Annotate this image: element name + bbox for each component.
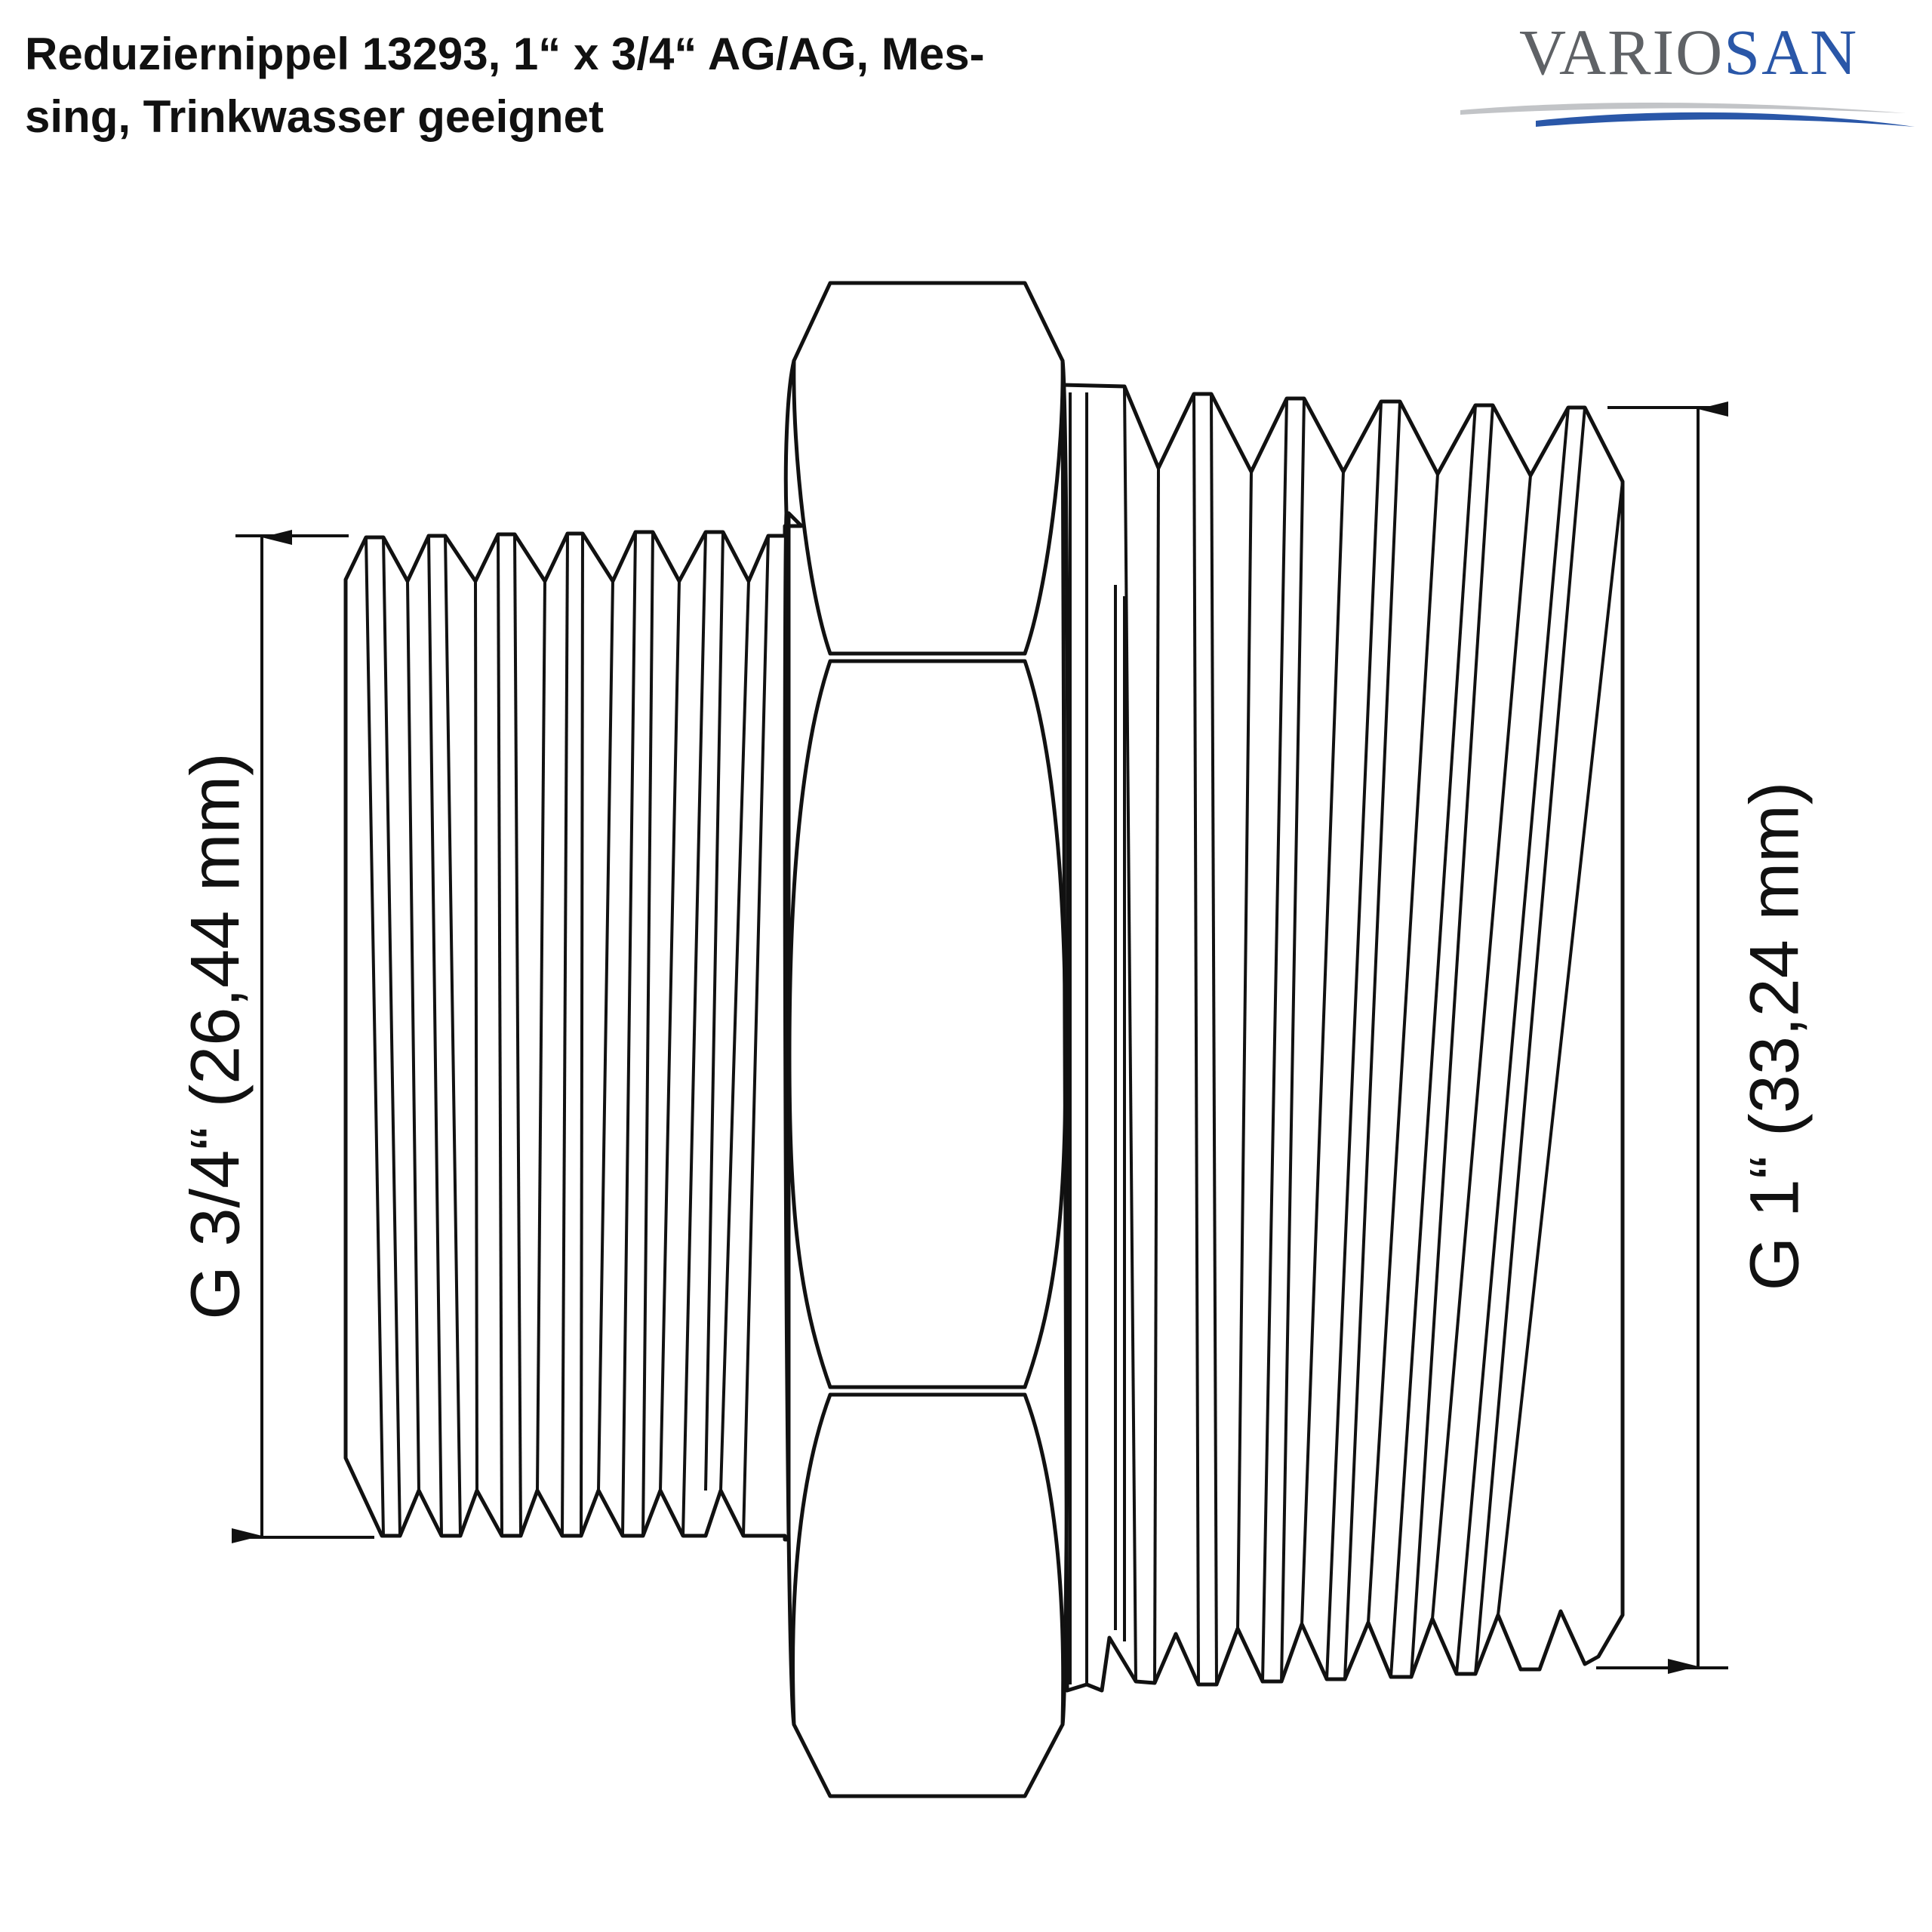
logo-swoosh-blue — [1536, 112, 1915, 127]
hex-nut-outline — [783, 281, 1070, 1798]
small-thread-section — [343, 511, 804, 1542]
product-title-line-2: sing, Trinkwasser geeignet — [25, 91, 604, 142]
large-thread-section — [1060, 383, 1625, 1693]
hex-nut-middle-face — [787, 659, 1068, 1389]
left-dimension: G 3/4“ (26,44 mm) — [177, 530, 374, 1543]
hex-nut — [783, 281, 1070, 1798]
right-dimension-label: G 1“ (33,24 mm) — [1736, 782, 1813, 1291]
product-title: Reduziernippel 13293, 1“ x 3/4“ AG/AG, M… — [25, 23, 1202, 148]
logo-text-san: SAN — [1724, 16, 1858, 88]
logo-text-vario: VARIO — [1519, 16, 1724, 88]
right-dimension: G 1“ (33,24 mm) — [1596, 401, 1813, 1674]
product-title-line-1: Reduziernippel 13293, 1“ x 3/4“ AG/AG, M… — [25, 29, 985, 79]
large-thread-lines — [1069, 386, 1624, 1685]
hex-nut-upper-face — [792, 358, 1065, 656]
variosan-logo: VARIOSAN — [1460, 16, 1915, 127]
left-dimension-label: G 3/4“ (26,44 mm) — [177, 752, 254, 1320]
small-thread-lines — [344, 531, 770, 1537]
large-thread-outline — [1060, 383, 1625, 1693]
logo-swoosh-gray — [1460, 103, 1906, 115]
hex-nut-lower-face — [791, 1392, 1066, 1727]
logo-wordmark: VARIOSAN — [1519, 16, 1858, 88]
